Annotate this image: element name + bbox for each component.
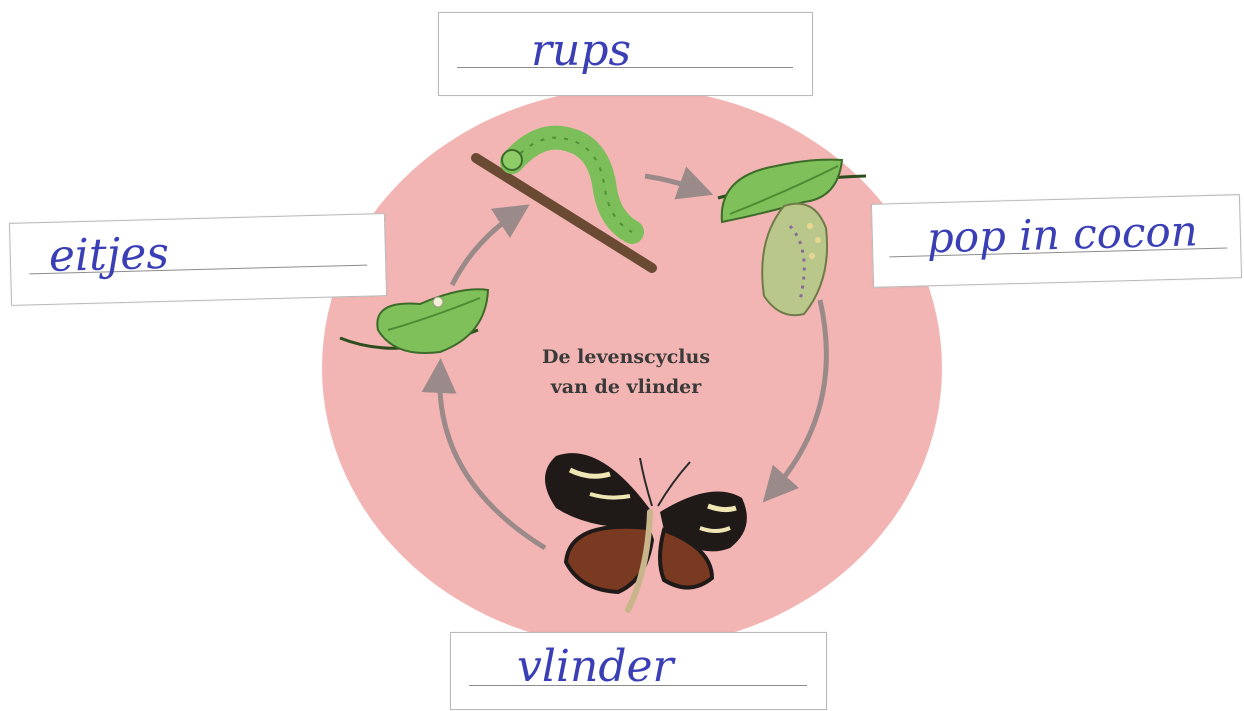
writing-line [457, 67, 793, 68]
diagram-title-line-1: De levenscyclus [541, 346, 711, 368]
arrow-eggs-to-caterpillar [449, 204, 530, 287]
label-box-pupa: pop in cocon [870, 194, 1243, 288]
label-butterfly: vlinder [517, 641, 674, 692]
arrow-butterfly-to-eggs [421, 358, 547, 551]
label-box-eggs: eitjes [8, 213, 388, 306]
pupa-on-leaf-icon [717, 158, 867, 317]
label-pupa: pop in cocon [926, 206, 1199, 263]
arrow-caterpillar-to-pupa [644, 166, 714, 200]
caterpillar-on-twig-icon [471, 125, 657, 273]
label-caterpillar: rups [531, 25, 632, 76]
leaf-with-eggs-icon [339, 288, 490, 354]
arrow-pupa-to-butterfly [762, 299, 829, 503]
diagram-title: De levenscyclus van de vlinder [496, 342, 756, 402]
label-eggs: eitjes [48, 227, 170, 282]
label-box-butterfly: vlinder [450, 632, 827, 710]
label-box-caterpillar: rups [438, 12, 813, 96]
writing-line [469, 685, 807, 686]
butterfly-icon [545, 453, 747, 613]
diagram-title-line-2: van de vlinder [550, 376, 702, 398]
